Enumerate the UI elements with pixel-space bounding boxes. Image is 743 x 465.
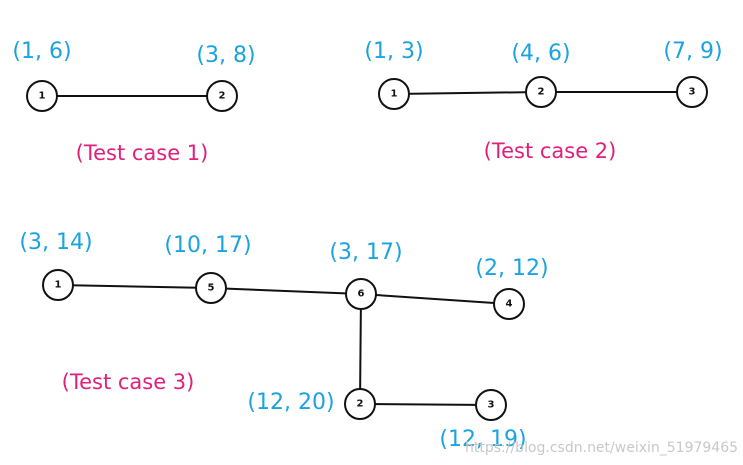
node-circle bbox=[195, 272, 227, 304]
node-circle bbox=[525, 76, 557, 108]
node-label: 5 bbox=[208, 283, 215, 294]
node-label: 1 bbox=[391, 89, 398, 100]
node-circle bbox=[676, 76, 708, 108]
coordinate-label: (3, 17) bbox=[329, 240, 402, 265]
edge-5-6 bbox=[210, 287, 362, 295]
coordinate-label: (2, 12) bbox=[475, 256, 548, 281]
coordinate-label: (12, 20) bbox=[247, 390, 334, 415]
edge-6-4 bbox=[360, 293, 510, 305]
node-label: 1 bbox=[55, 280, 62, 291]
test-case-1: 1 (1, 6) 2 (3, 8) (Test case 1) bbox=[12, 39, 255, 165]
test-case-label: (Test case 3) bbox=[62, 370, 195, 394]
edge-1-2 bbox=[393, 91, 542, 95]
coordinate-label: (1, 6) bbox=[12, 39, 71, 64]
node-circle bbox=[345, 278, 377, 310]
node-circle bbox=[493, 288, 525, 320]
watermark-text: https://blog.csdn.net/weixin_51979465 bbox=[465, 440, 738, 456]
coordinate-label: (1, 3) bbox=[364, 39, 423, 64]
node-label: 2 bbox=[538, 87, 545, 98]
node-label: 4 bbox=[506, 299, 513, 310]
node-label: 1 bbox=[39, 91, 46, 102]
test-case-3: 1 (3, 14) 5 (10, 17) 6 (3, 17) 4 (2, 12) 2 (12, 2… bbox=[19, 230, 548, 452]
coordinate-label: (12, 19) bbox=[439, 427, 526, 452]
coordinate-label: (3, 8) bbox=[196, 43, 255, 68]
edge-1-5 bbox=[57, 284, 212, 289]
node-label: 6 bbox=[358, 289, 365, 300]
node-6: 6 (3, 17) bbox=[329, 240, 403, 310]
node-1: 1 (1, 6) bbox=[12, 39, 72, 112]
node-circle bbox=[344, 388, 376, 420]
node-5: 5 (10, 17) bbox=[164, 233, 252, 304]
edge-2-3 bbox=[359, 403, 492, 406]
node-circle bbox=[26, 80, 58, 112]
node-2: 2 (4, 6) bbox=[511, 41, 571, 108]
node-3: 3 (12, 19) bbox=[439, 389, 527, 452]
node-circle bbox=[206, 80, 238, 112]
test-case-2: 1 (1, 3) 2 (4, 6) 3 (7, 9) (Test case 2) bbox=[364, 39, 722, 163]
coordinate-label: (3, 14) bbox=[19, 230, 92, 255]
test-case-label: (Test case 1) bbox=[76, 141, 209, 165]
coordinate-label: (4, 6) bbox=[511, 41, 570, 66]
node-1: 1 (1, 3) bbox=[364, 39, 424, 110]
node-4: 4 (2, 12) bbox=[475, 256, 549, 320]
node-2: 2 (3, 8) bbox=[196, 43, 256, 112]
node-circle bbox=[475, 389, 507, 421]
node-circle bbox=[42, 269, 74, 301]
coordinate-label: (10, 17) bbox=[164, 233, 251, 258]
coordinate-label: (7, 9) bbox=[663, 39, 722, 64]
node-2: 2 (12, 20) bbox=[247, 388, 376, 420]
edge-6-2 bbox=[359, 293, 362, 405]
node-circle bbox=[378, 78, 410, 110]
node-label: 3 bbox=[488, 400, 495, 411]
node-label: 3 bbox=[689, 87, 696, 98]
test-case-label: (Test case 2) bbox=[484, 139, 617, 163]
node-3: 3 (7, 9) bbox=[663, 39, 723, 108]
node-label: 2 bbox=[357, 399, 364, 410]
node-label: 2 bbox=[219, 91, 226, 102]
node-1: 1 (3, 14) bbox=[19, 230, 93, 301]
